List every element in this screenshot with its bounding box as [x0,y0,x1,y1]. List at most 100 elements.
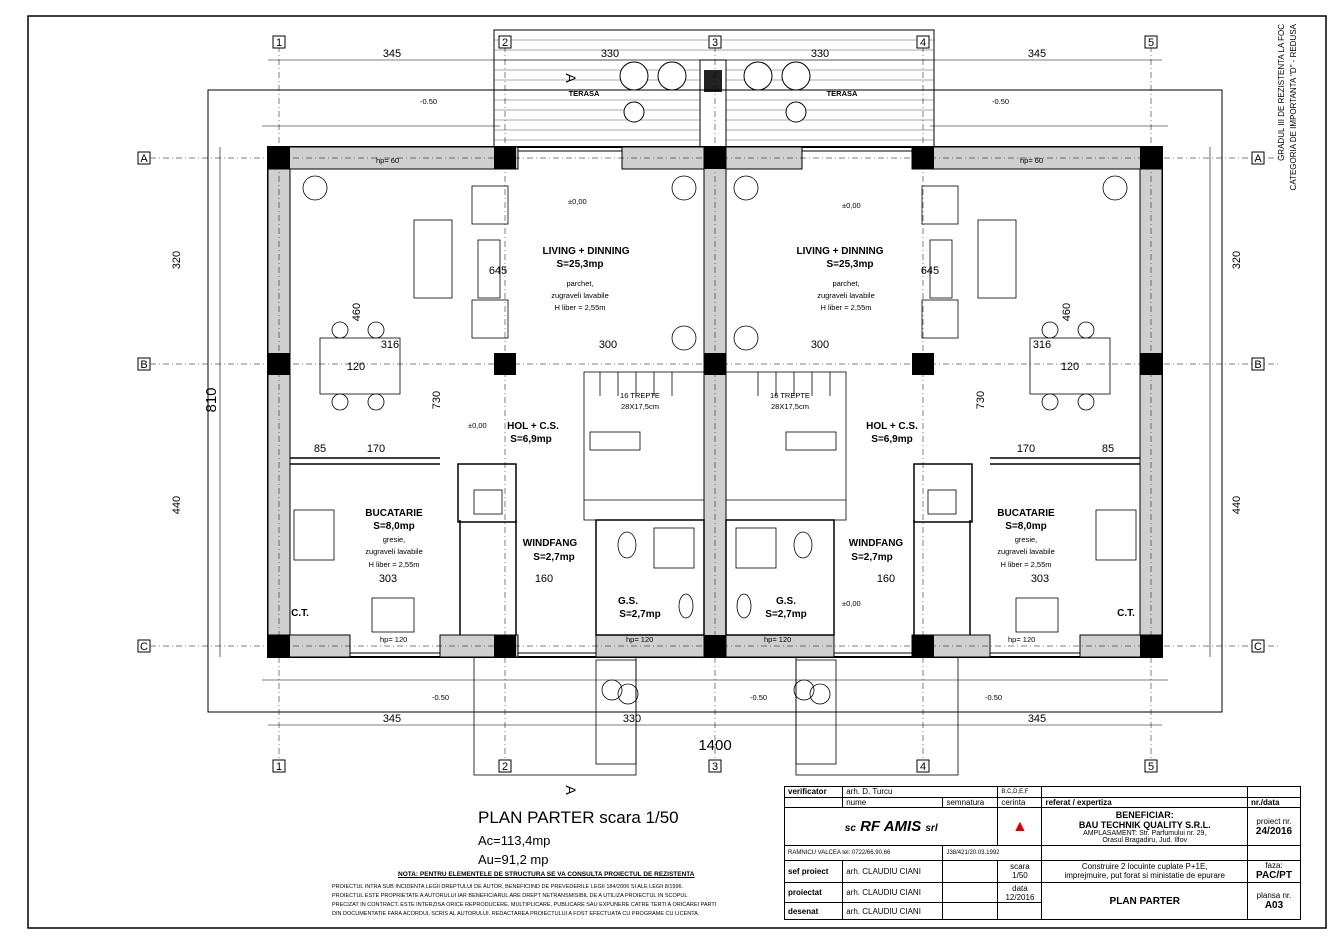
desenat-name: arh. CLAUDIU CIANI [842,902,944,920]
hall-area-left: S=6,9mp [510,434,551,445]
stairs-name-right: 16 TREPTE [770,391,810,400]
living-finish2-right: zugraveli lavabile [817,291,875,300]
location-line-1: AMPLASAMENT: Str. Parfumului nr. 29, [1083,829,1207,837]
dim-top-1: 345 [383,48,401,60]
scale-label: scara [1010,862,1030,872]
kitchen-finish2-right: zugraveli lavabile [997,547,1055,556]
axis-2-bottom: 2 [502,761,508,773]
windfang-area-right: S=2,7mp [851,552,892,563]
structure-note: NOTA: PENTRU ELEMENTELE DE STRUCTURA SE … [398,871,695,878]
phase-label: faza: [1265,861,1283,871]
project-number-label: proiect nr. [1256,816,1292,826]
dim-top-2: 330 [601,48,619,60]
gs-area-left: S=2,7mp [619,609,660,620]
living-finish2-left: zugraveli lavabile [551,291,609,300]
living-finish1-left: parchet, [566,279,593,288]
dim-303-right: 303 [1031,573,1049,585]
axis-5-top: 5 [1148,37,1154,49]
usable-area: Au=91,2 mp [478,852,549,867]
rooms-right-unit: LIVING + DINNING S=25,3mp parchet, zugra… [765,246,1135,620]
nume-label: nume [842,796,944,809]
axis-3-top: 3 [712,37,718,49]
axis-1-top: 1 [276,37,282,49]
date-label: data [1012,883,1028,893]
importance-category-note: CATEGORIA DE IMPORTANTA "D" - REDUSA [1289,23,1298,190]
kitchen-area-right: S=8,0mp [1005,521,1046,532]
kitchen-name-left: BUCATARIE [365,508,423,519]
dim-120-right: 120 [1061,361,1079,373]
dim-left-2: 440 [171,496,183,514]
proiectat-label: proiectat [783,882,844,904]
rooms-left-unit: LIVING + DINNING S=25,3mp parchet, zugra… [291,246,661,620]
dim-170-left: 170 [367,443,385,455]
dim-right-2: 440 [1231,496,1243,514]
level-int-3: ±0,00 [468,421,487,430]
cerinta-label: cerinta [997,796,1043,809]
dim-730-left: 730 [431,391,443,409]
dim-460-left: 460 [351,303,363,321]
gs-area-right: S=2,7mp [765,609,806,620]
level-ext-3: -0.50 [432,693,449,702]
axis-2-top: 2 [502,37,508,49]
company-name: RF AMIS [860,818,922,836]
sheet-number-label: plansa nr. [1256,891,1292,900]
dim-bottom-3: 345 [1028,713,1046,725]
level-ext-2: -0.50 [992,97,1009,106]
level-ext-5: -0.50 [985,693,1002,702]
dim-645-left: 645 [489,265,507,277]
axis-4-top: 4 [920,37,926,49]
project-number: 24/2016 [1255,825,1293,837]
axis-grid [150,46,1280,760]
living-area-right: S=25,3mp [827,259,874,270]
legal-line-1: PROIECTUL INTRA SUB INCIDENTA LEGII DREP… [332,884,684,890]
company-logo-icon: ▲ [997,807,1043,847]
level-int-4: ±0,00 [842,599,861,608]
dim-730-right: 730 [975,391,987,409]
axis-4-bottom: 4 [920,761,926,773]
dim-160-right: 160 [877,573,895,585]
dim-160-left: 160 [535,573,553,585]
hp-label-right: hp= 60 [1020,156,1043,165]
windfang-name-right: WINDFANG [849,538,904,549]
section-mark-top: A [563,73,579,83]
dim-300-left: 300 [599,339,617,351]
kitchen-name-right: BUCATARIE [997,508,1055,519]
hall-name-left: HOL + C.S. [507,421,559,432]
verificator-label: verificator [783,786,844,798]
living-area-left: S=25,3mp [557,259,604,270]
axis-3-bottom: 3 [712,761,718,773]
level-int-2: ±0,00 [842,201,861,210]
windfang-name-left: WINDFANG [523,538,578,549]
dim-460-right: 460 [1061,303,1073,321]
dim-316-right: 316 [1033,339,1051,351]
living-name-right: LIVING + DINNING [797,246,884,257]
drawing-name: PLAN PARTER [1041,882,1248,920]
dim-right-1: 320 [1231,251,1243,269]
drawing-title: PLAN PARTER scara 1/50 [478,808,679,827]
company-suffix: srl [925,823,938,835]
stairs-size-left: 28X17,5cm [621,402,659,411]
dim-overall-width: 1400 [698,737,731,754]
codes: B,C,D,E,F [997,786,1043,798]
dim-overall-height: 810 [203,387,220,412]
level-ext-1: -0.50 [420,97,437,106]
dim-316-left: 316 [381,339,399,351]
dim-303-left: 303 [379,573,397,585]
kitchen-area-left: S=8,0mp [373,521,414,532]
hall-name-right: HOL + C.S. [866,421,918,432]
furniture [293,185,1137,633]
company-prefix: sc [844,823,856,835]
desenat-label: desenat [783,902,844,920]
kitchen-finish1-right: gresie, [1015,535,1038,544]
project-description-1: Construire 2 locuinte cuplate P+1E, [1081,862,1208,872]
dim-85-right: 85 [1102,443,1114,455]
dimension-lines [219,59,1211,726]
kitchen-height-left: H liber = 2,55m [368,560,419,569]
built-area: Ac=113,4mp [478,833,551,848]
dim-bottom-1: 345 [383,713,401,725]
dim-300-right: 300 [811,339,829,351]
dim-85-left: 85 [314,443,326,455]
legal-line-3: PRECIZAT IN CONTRACT. ESTE INTERZISA ORI… [332,902,717,908]
proiectat-name: arh. CLAUDIU CIANI [842,882,944,904]
